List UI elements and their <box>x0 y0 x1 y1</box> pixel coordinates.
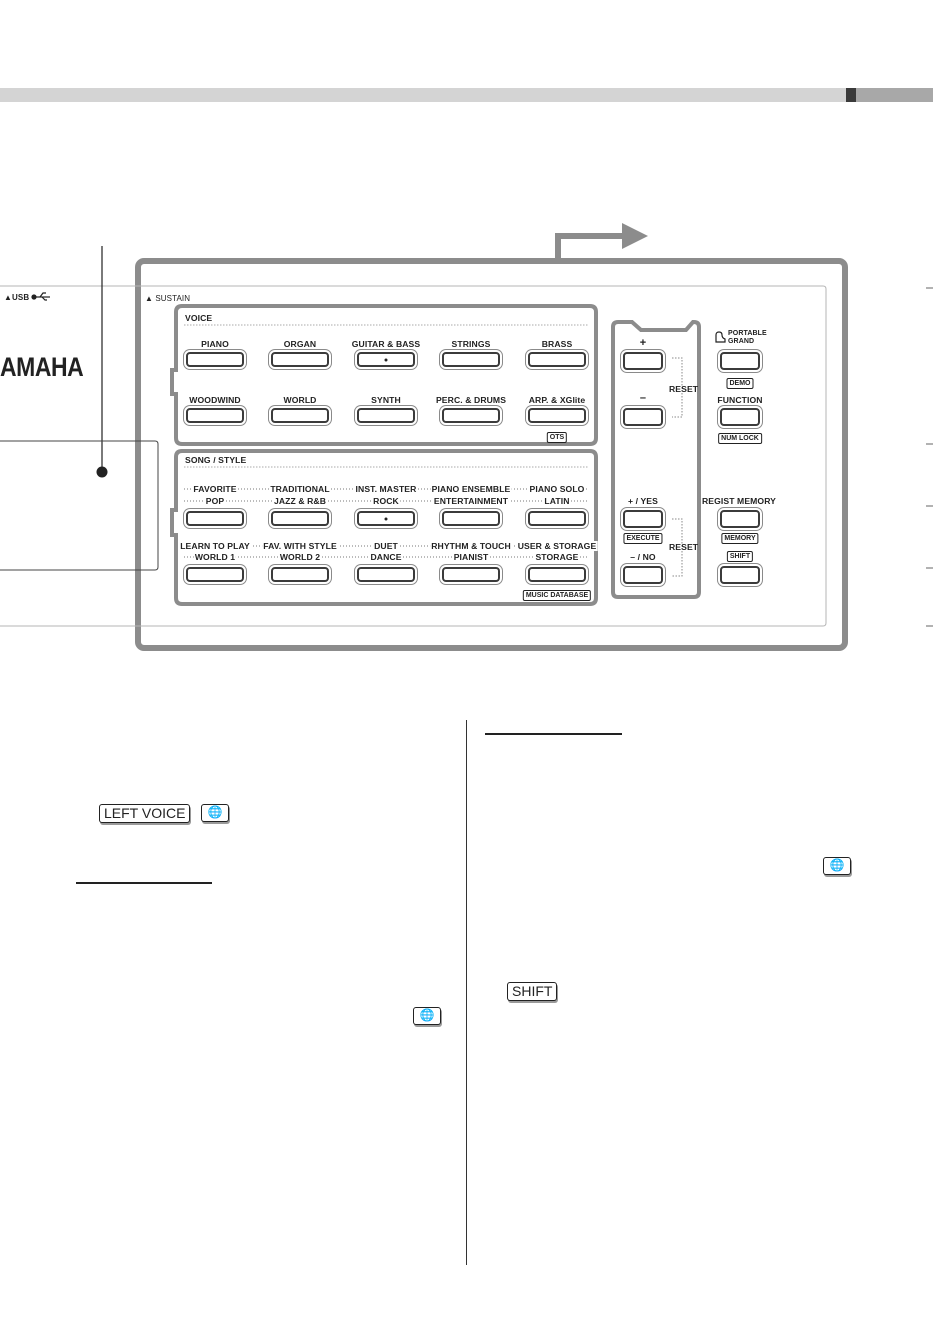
song-style-button-10[interactable] <box>528 567 586 582</box>
voice-label-guitar-bass: GUITAR & BASS <box>351 339 421 349</box>
grand-piano-icon <box>715 331 726 343</box>
header-bar <box>0 88 933 102</box>
no-button[interactable] <box>623 566 663 584</box>
minus-button[interactable] <box>623 408 663 426</box>
reset-label-top: RESET <box>669 384 699 394</box>
style-label-jazz-rb: JAZZ & R&B <box>272 496 328 506</box>
voice-synth-button[interactable] <box>357 408 415 423</box>
style-label-world2: WORLD 2 <box>278 552 322 562</box>
brand-logo: AMAHA <box>0 352 84 382</box>
song-label-rhythm-touch: RHYTHM & TOUCH <box>430 541 512 551</box>
yes-label: + / YES <box>628 496 658 506</box>
no-label: – / NO <box>630 552 656 562</box>
song-style-button-4[interactable] <box>442 511 500 526</box>
voice-perc-drums-button[interactable] <box>442 408 500 423</box>
song-style-button-3[interactable] <box>357 511 415 526</box>
song-label-traditional: TRADITIONAL <box>269 484 331 494</box>
song-style-title: SONG / STYLE <box>185 455 247 465</box>
shift-button[interactable] <box>720 566 760 584</box>
voice-label-piano: PIANO <box>201 339 229 349</box>
function-label: FUNCTION <box>717 395 763 405</box>
heading-underline-right <box>485 733 622 735</box>
minus-label: – <box>639 392 647 404</box>
song-style-button-1[interactable] <box>186 511 244 526</box>
left-voice-key: LEFT VOICE <box>99 804 191 823</box>
demo-tag: DEMO <box>726 378 754 389</box>
voice-label-perc-drums: PERC. & DRUMS <box>435 395 507 405</box>
function-button[interactable] <box>720 408 760 426</box>
column-divider <box>466 720 467 1265</box>
voice-brass-button[interactable] <box>528 352 586 367</box>
song-label-piano-solo: PIANO SOLO <box>528 484 586 494</box>
voice-arp-xglite-button[interactable] <box>528 408 586 423</box>
globe-icon: 🌐 <box>823 857 851 875</box>
voice-label-strings: STRINGS <box>451 339 491 349</box>
song-style-button-2[interactable] <box>271 511 329 526</box>
style-label-rock: ROCK <box>372 496 400 506</box>
voice-label-arp-xglite: ARP. & XGlite <box>528 395 586 405</box>
shift-key: SHIFT <box>507 982 558 1001</box>
song-style-button-7[interactable] <box>271 567 329 582</box>
song-style-button-5[interactable] <box>528 511 586 526</box>
style-label-dance: DANCE <box>369 552 403 562</box>
song-style-button-8[interactable] <box>357 567 415 582</box>
plus-label: + <box>639 337 647 349</box>
song-label-duet: DUET <box>373 541 399 551</box>
voice-label-organ: ORGAN <box>283 339 317 349</box>
execute-tag: EXECUTE <box>623 533 663 544</box>
heading-underline-left <box>76 882 212 884</box>
panel-diagram-lines <box>0 223 933 651</box>
style-label-world1: WORLD 1 <box>193 552 237 562</box>
style-label-latin: LATIN <box>543 496 571 506</box>
song-label-inst-master: INST. MASTER <box>354 484 418 494</box>
voice-piano-button[interactable] <box>186 352 244 367</box>
globe-icon: 🌐 <box>413 1007 441 1025</box>
plus-button[interactable] <box>623 352 663 370</box>
voice-organ-button[interactable] <box>271 352 329 367</box>
voice-title: VOICE <box>185 313 213 323</box>
song-style-button-9[interactable] <box>442 567 500 582</box>
song-style-button-6[interactable] <box>186 567 244 582</box>
num-lock-tag: NUM LOCK <box>718 433 762 444</box>
portable-grand-label: PORTABLE GRAND <box>728 330 767 345</box>
voice-strings-button[interactable] <box>442 352 500 367</box>
voice-guitar-bass-button[interactable] <box>357 352 415 367</box>
style-label-pianist: PIANIST <box>452 552 490 562</box>
voice-world-button[interactable] <box>271 408 329 423</box>
song-label-learn-to-play: LEARN TO PLAY <box>179 541 251 551</box>
yes-button[interactable] <box>623 510 663 528</box>
style-label-pop: POP <box>204 496 226 506</box>
regist-memory-button[interactable] <box>720 510 760 528</box>
style-label-storage: STORAGE <box>534 552 580 562</box>
song-label-fav-with-style: FAV. WITH STYLE <box>262 541 338 551</box>
memory-tag: MEMORY <box>721 533 759 544</box>
voice-label-woodwind: WOODWIND <box>189 395 241 405</box>
globe-icon: 🌐 <box>201 804 229 822</box>
reset-label-bottom: RESET <box>669 542 699 552</box>
ots-tag: OTS <box>546 432 568 443</box>
style-label-entertainment: ENTERTAINMENT <box>432 496 510 506</box>
portable-grand-button[interactable] <box>720 352 760 370</box>
song-label-user-storage: USER & STORAGE <box>516 541 598 551</box>
shift-tag: SHIFT <box>726 551 754 562</box>
song-label-favorite: FAVORITE <box>192 484 238 494</box>
voice-woodwind-button[interactable] <box>186 408 244 423</box>
usb-icon <box>31 292 50 301</box>
music-database-tag: MUSIC DATABASE <box>522 590 592 601</box>
home-position-dot <box>384 517 388 520</box>
regist-memory-label: REGIST MEMORY <box>701 496 777 506</box>
voice-label-synth: SYNTH <box>371 395 401 405</box>
sustain-label: ▲ SUSTAIN <box>145 294 191 303</box>
usb-label: ▲USB <box>4 293 30 302</box>
voice-label-brass: BRASS <box>541 339 573 349</box>
song-label-piano-ensemble: PIANO ENSEMBLE <box>430 484 512 494</box>
header-bar-end <box>856 88 933 102</box>
home-position-dot <box>384 358 388 361</box>
header-bar-mark <box>846 88 856 102</box>
voice-label-world: WORLD <box>283 395 317 405</box>
